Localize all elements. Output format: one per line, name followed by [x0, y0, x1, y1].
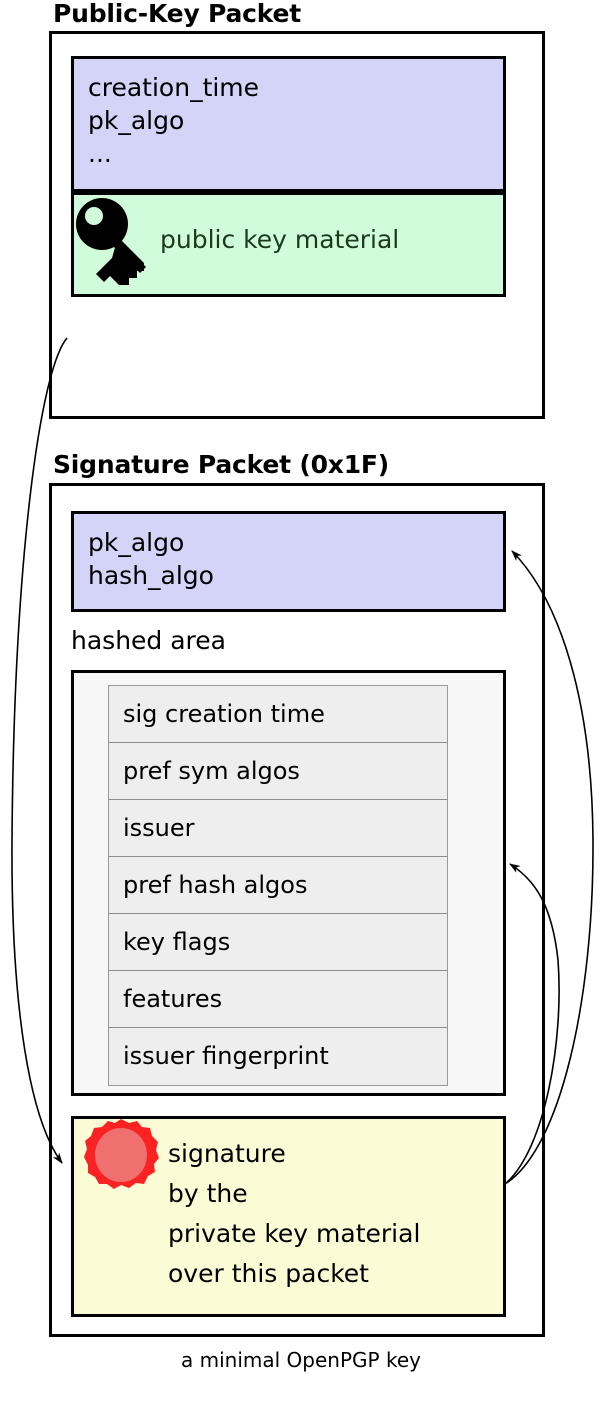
subpacket-row: key flags — [109, 914, 447, 971]
public-key-header-box: creation_time pk_algo ... — [71, 56, 506, 192]
key-icon — [76, 198, 146, 285]
public-key-packet: creation_time pk_algo ... public key mat… — [49, 31, 545, 419]
public-key-packet-title: Public-Key Packet — [53, 0, 302, 28]
wax-seal-icon — [84, 1119, 159, 1189]
signature-packet: pk_algo hash_algo hashed area sig creati… — [49, 483, 545, 1337]
hashed-area-box: sig creation time pref sym algos issuer … — [71, 670, 506, 1096]
subpacket-row: issuer fingerprint — [109, 1028, 447, 1085]
diagram-caption: a minimal OpenPGP key — [181, 1348, 421, 1372]
subpacket-row: issuer — [109, 800, 447, 857]
hashed-area-label: hashed area — [71, 626, 226, 655]
signature-packet-title: Signature Packet (0x1F) — [53, 450, 390, 479]
signature-header-box: pk_algo hash_algo — [71, 511, 506, 612]
public-key-header-fields: creation_time pk_algo ... — [88, 73, 260, 168]
subpacket-row: features — [109, 971, 447, 1028]
subpacket-list: sig creation time pref sym algos issuer … — [108, 685, 448, 1086]
signature-block-text: signature by the private key material ov… — [168, 1139, 421, 1288]
signature-header-fields: pk_algo hash_algo — [88, 528, 214, 590]
subpacket-row: pref hash algos — [109, 857, 447, 914]
public-key-material-label: public key material — [160, 225, 400, 254]
public-key-material-box: public key material — [71, 192, 506, 297]
subpacket-row: pref sym algos — [109, 743, 447, 800]
subpacket-row: sig creation time — [109, 686, 447, 743]
